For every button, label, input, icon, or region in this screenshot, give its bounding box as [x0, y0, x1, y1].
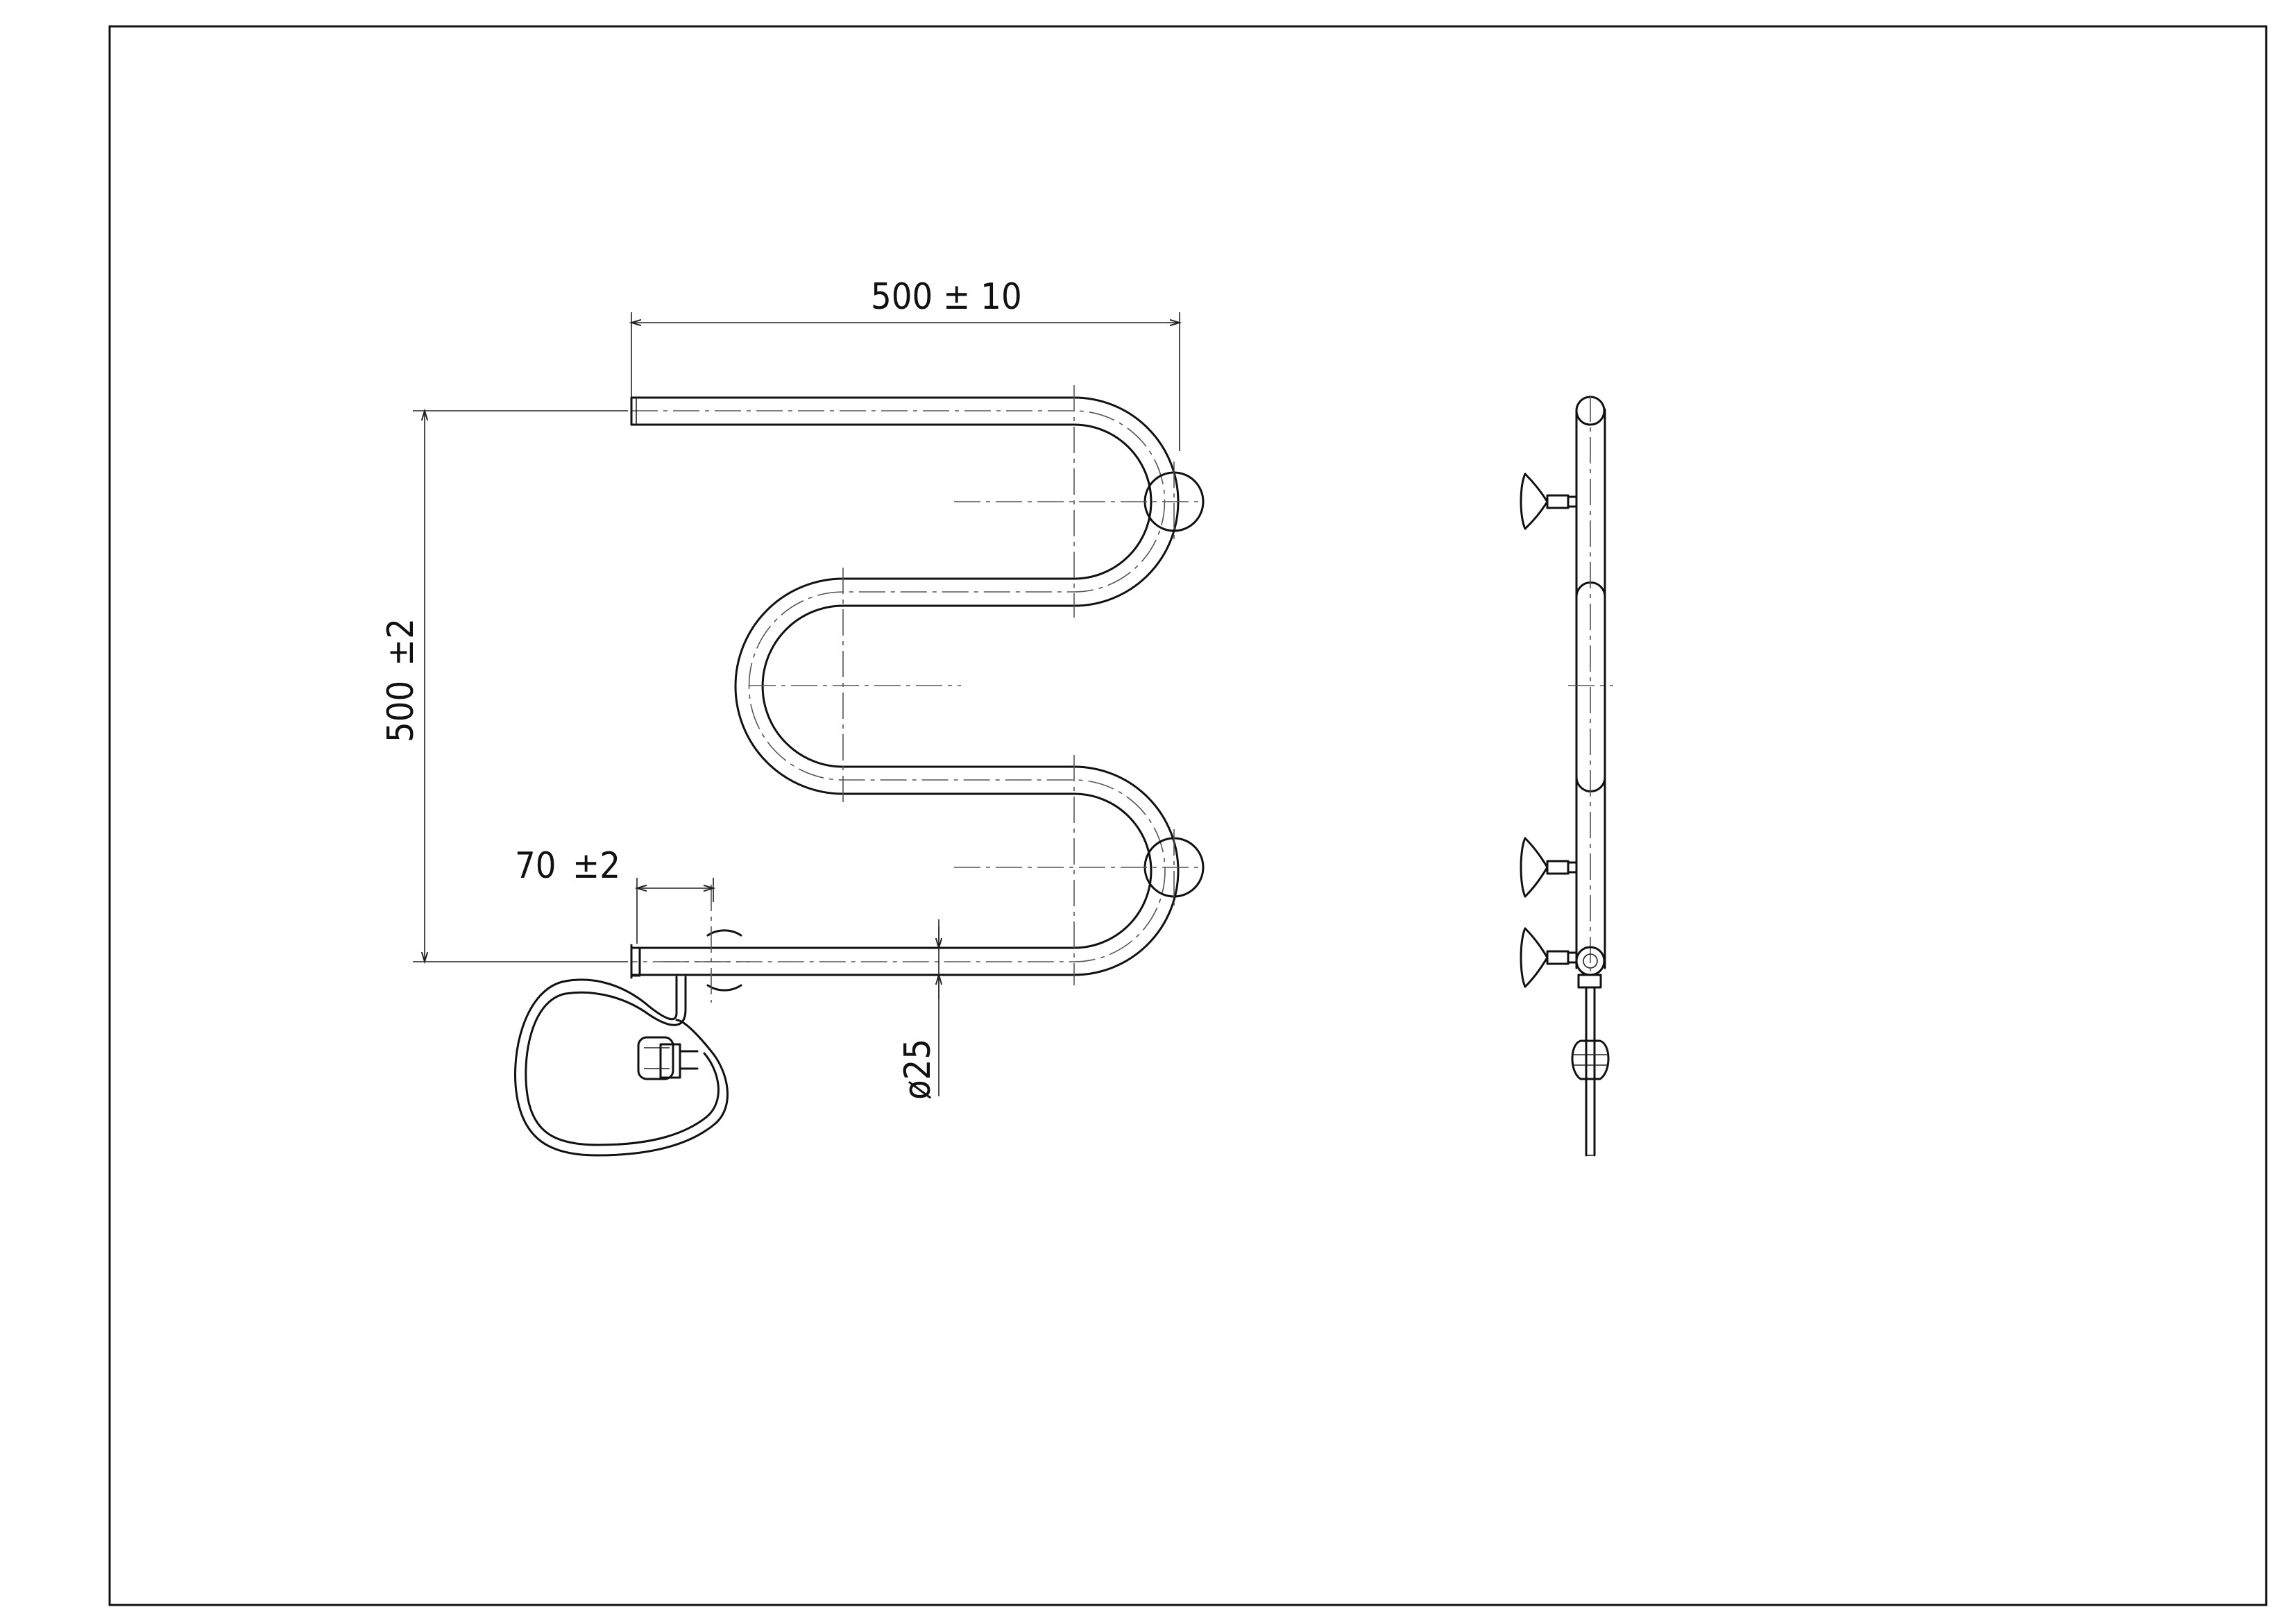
side-plug: [1571, 1039, 1610, 1080]
side-bracket-lower: [1520, 927, 1578, 988]
side-view: [1520, 396, 1613, 1157]
drawing-frame: [108, 25, 2268, 1606]
side-bracket-middle: [1520, 837, 1578, 898]
rail-centerline: [631, 410, 1166, 962]
rail-inner-edge: [630, 423, 1153, 949]
rail-outer-edge: [630, 396, 1180, 976]
dimension-width-label: 500 ± 10: [871, 276, 1022, 318]
dimension-height-tolerance: ±2: [380, 618, 422, 666]
front-view: 500 ± 10 500 ±2 70 ±2 ø25: [380, 276, 1205, 1157]
power-cord: [514, 976, 729, 1157]
dimension-offset-label: 70: [515, 845, 556, 887]
power-plug: [637, 1036, 699, 1080]
dimension-offset-tolerance: ±2: [572, 845, 620, 887]
dimension-diameter-label: ø25: [897, 1039, 939, 1100]
dimension-height-label: 500: [380, 681, 422, 742]
side-bracket-upper: [1520, 473, 1578, 530]
